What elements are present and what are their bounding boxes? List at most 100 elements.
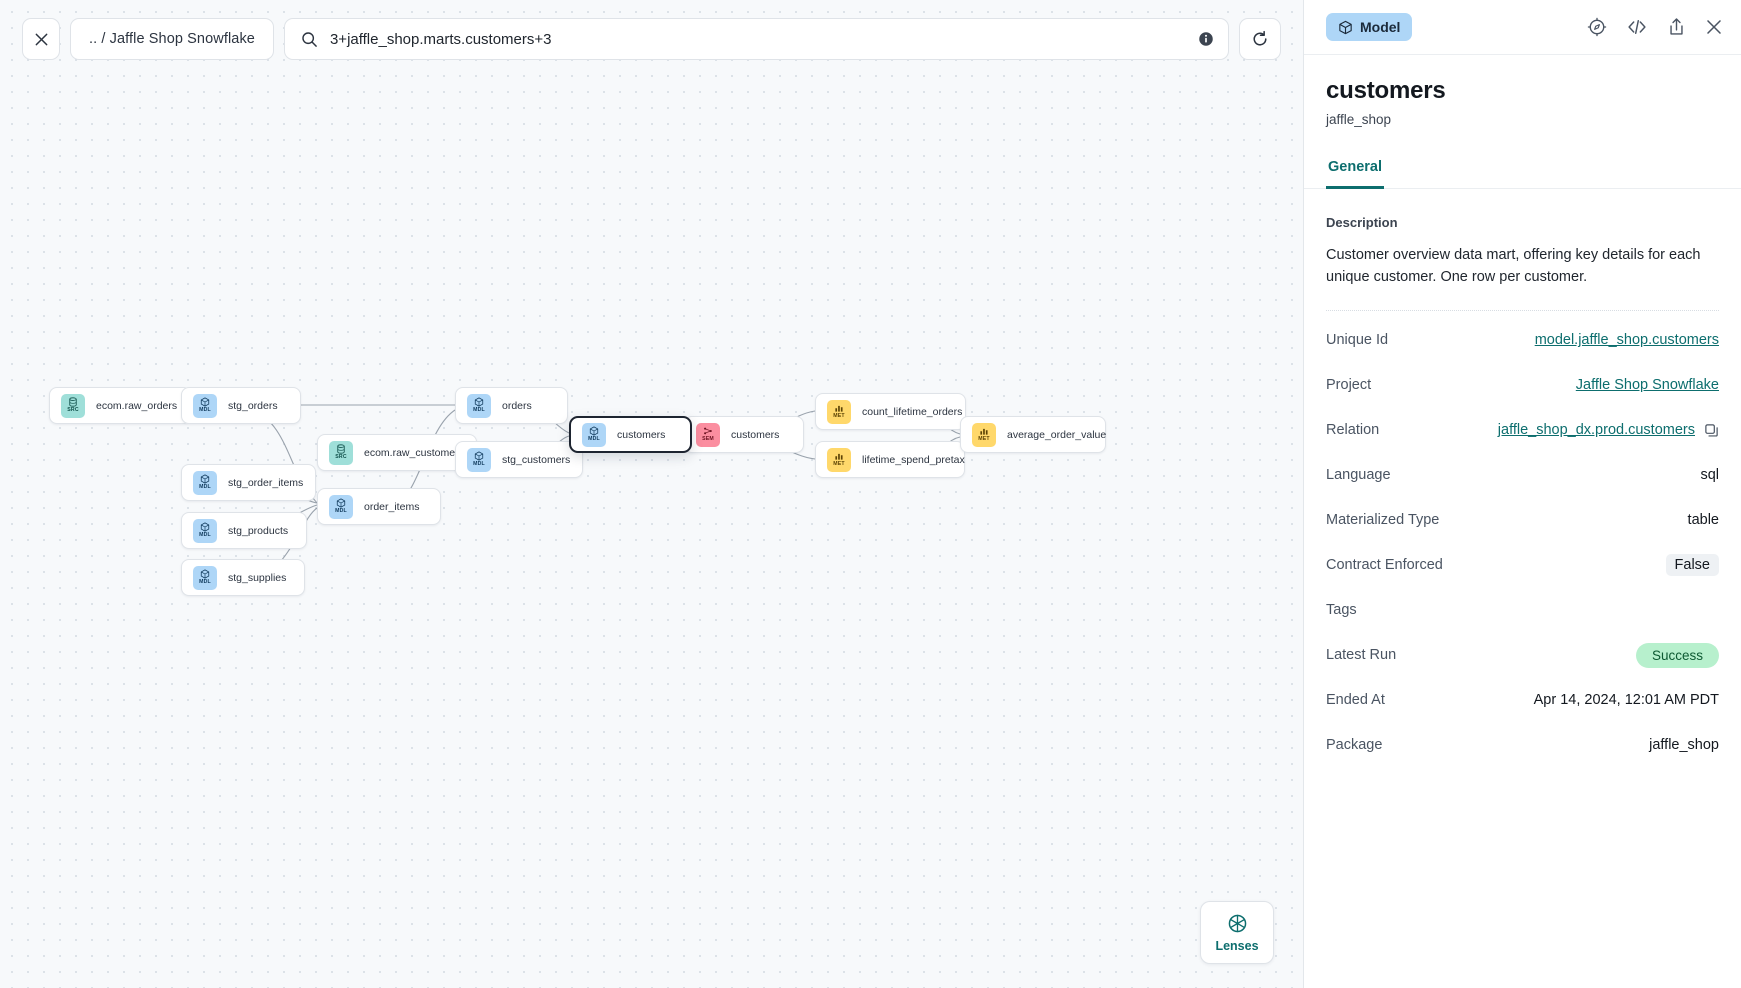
row-unique-id: Unique Id model.jaffle_shop.customers	[1326, 324, 1719, 356]
tab-general[interactable]: General	[1326, 159, 1384, 189]
row-materialized-type: Materialized Type table	[1326, 504, 1719, 536]
src-type-icon: SRC	[329, 440, 353, 465]
lineage-node-label: order_items	[364, 500, 420, 513]
met-type-icon: MET	[827, 399, 851, 424]
page-subtitle: jaffle_shop	[1326, 112, 1392, 127]
ended-at-key: Ended At	[1326, 692, 1385, 709]
row-latest-run: Latest Run Success	[1326, 639, 1719, 671]
lineage-node-stg_products[interactable]: MDL stg_products	[181, 512, 307, 549]
status-badge: Success	[1635, 642, 1719, 668]
lineage-node-label: orders	[502, 399, 532, 412]
lineage-node-stg_order_items[interactable]: MDL stg_order_items	[181, 464, 316, 501]
lineage-node-average_order_value[interactable]: MET average_order_value	[960, 416, 1106, 453]
lineage-node-ecom_raw_orders[interactable]: SRC ecom.raw_orders	[49, 387, 191, 424]
materialized-type-value: table	[1687, 512, 1719, 529]
ended-at-value: Apr 14, 2024, 12:01 AM PDT	[1533, 692, 1719, 709]
row-ended-at: Ended At Apr 14, 2024, 12:01 AM PDT	[1326, 684, 1719, 716]
lineage-node-label: count_lifetime_orders	[862, 405, 963, 418]
project-key: Project	[1326, 377, 1372, 394]
relation-value[interactable]: jaffle_shop_dx.prod.customers	[1497, 422, 1695, 439]
mdl-type-icon: MDL	[193, 518, 217, 543]
tags-key: Tags	[1326, 602, 1357, 619]
description-label: Description	[1326, 215, 1398, 230]
graph-toolbar: .. / Jaffle Shop Snowflake	[0, 0, 1303, 78]
close-icon[interactable]	[1705, 18, 1723, 36]
panel-tabs: General	[1304, 159, 1741, 189]
package-value: jaffle_shop	[1649, 737, 1719, 754]
copy-icon[interactable]	[1704, 423, 1719, 438]
unique-id-value[interactable]: model.jaffle_shop.customers	[1534, 332, 1719, 349]
lineage-node-label: stg_supplies	[228, 571, 287, 584]
materialized-type-key: Materialized Type	[1326, 512, 1440, 529]
panel-actions	[1587, 17, 1723, 37]
refresh-icon	[1253, 30, 1267, 46]
lineage-node-label: average_order_value	[1007, 428, 1107, 441]
met-type-icon: MET	[827, 447, 851, 472]
description-text: Customer overview data mart, offering ke…	[1326, 244, 1719, 312]
lineage-node-label: lifetime_spend_pretax	[862, 453, 965, 466]
row-relation: Relation jaffle_shop_dx.prod.customers	[1326, 414, 1719, 446]
row-package: Package jaffle_shop	[1326, 729, 1719, 761]
mdl-type-icon: MDL	[467, 447, 491, 472]
relation-key: Relation	[1326, 422, 1380, 439]
lineage-node-count_lifetime_orders[interactable]: MET count_lifetime_orders	[815, 393, 966, 430]
sem-type-icon: SEM	[696, 422, 720, 447]
language-key: Language	[1326, 467, 1391, 484]
search-icon	[302, 31, 317, 47]
row-contract-enforced: Contract Enforced False	[1326, 549, 1719, 581]
compass-icon[interactable]	[1587, 17, 1607, 37]
mdl-type-icon: MDL	[582, 422, 606, 447]
close-icon	[35, 33, 47, 45]
panel-title-block: customers jaffle_shop	[1304, 55, 1741, 127]
share-icon[interactable]	[1667, 17, 1686, 37]
lineage-node-label: stg_order_items	[228, 476, 304, 489]
node-type-pill[interactable]: Model	[1326, 13, 1413, 41]
row-language: Language sql	[1326, 459, 1719, 491]
contract-enforced-key: Contract Enforced	[1326, 557, 1443, 574]
unique-id-key: Unique Id	[1326, 332, 1389, 349]
aperture-icon	[1228, 914, 1246, 932]
lenses-button[interactable]: Lenses	[1200, 901, 1274, 964]
mdl-type-icon: MDL	[193, 393, 217, 418]
met-type-icon: MET	[972, 422, 996, 447]
close-button[interactable]	[22, 18, 60, 60]
lineage-canvas[interactable]: .. / Jaffle Shop Snowflake	[0, 0, 1303, 988]
breadcrumb[interactable]: .. / Jaffle Shop Snowflake	[70, 18, 274, 60]
lineage-node-orders[interactable]: MDL orders	[455, 387, 568, 424]
mdl-type-icon: MDL	[467, 393, 491, 418]
lenses-label: Lenses	[1215, 938, 1259, 953]
lineage-node-customers_model[interactable]: MDL customers	[569, 416, 692, 453]
lineage-node-label: stg_products	[228, 524, 289, 537]
lineage-node-label: customers	[731, 428, 780, 441]
mdl-type-icon: MDL	[193, 565, 217, 590]
panel-body: Description Customer overview data mart,…	[1304, 189, 1741, 988]
info-icon[interactable]	[1198, 31, 1214, 47]
code-icon[interactable]	[1626, 17, 1648, 37]
lineage-node-lifetime_spend_pretax[interactable]: MET lifetime_spend_pretax	[815, 441, 965, 478]
src-type-icon: SRC	[61, 393, 85, 418]
lineage-node-label: customers	[617, 428, 666, 441]
search-input[interactable]	[329, 30, 1186, 48]
search-bar[interactable]	[283, 18, 1229, 60]
latest-run-key: Latest Run	[1326, 647, 1397, 664]
page-title: customers	[1326, 77, 1446, 104]
package-key: Package	[1326, 737, 1383, 754]
lineage-node-stg_customers[interactable]: MDL stg_customers	[455, 441, 583, 478]
panel-header: Model	[1304, 0, 1741, 55]
lineage-node-customers_semantic[interactable]: SEM customers	[684, 416, 804, 453]
row-project: Project Jaffle Shop Snowflake	[1326, 369, 1719, 401]
project-value[interactable]: Jaffle Shop Snowflake	[1575, 377, 1719, 394]
lineage-node-stg_supplies[interactable]: MDL stg_supplies	[181, 559, 305, 596]
contract-enforced-value: False	[1665, 554, 1719, 577]
refresh-button[interactable]	[1239, 18, 1281, 60]
details-panel: Model custom	[1303, 0, 1741, 988]
mdl-type-icon: MDL	[193, 470, 217, 495]
lineage-node-label: ecom.raw_customers	[364, 446, 464, 459]
lineage-node-label: stg_customers	[502, 453, 571, 466]
lineage-node-label: ecom.raw_orders	[96, 399, 178, 412]
lineage-node-ecom_raw_customers[interactable]: SRC ecom.raw_customers	[317, 434, 477, 471]
node-type-label: Model	[1360, 19, 1401, 35]
row-tags: Tags	[1326, 594, 1719, 626]
